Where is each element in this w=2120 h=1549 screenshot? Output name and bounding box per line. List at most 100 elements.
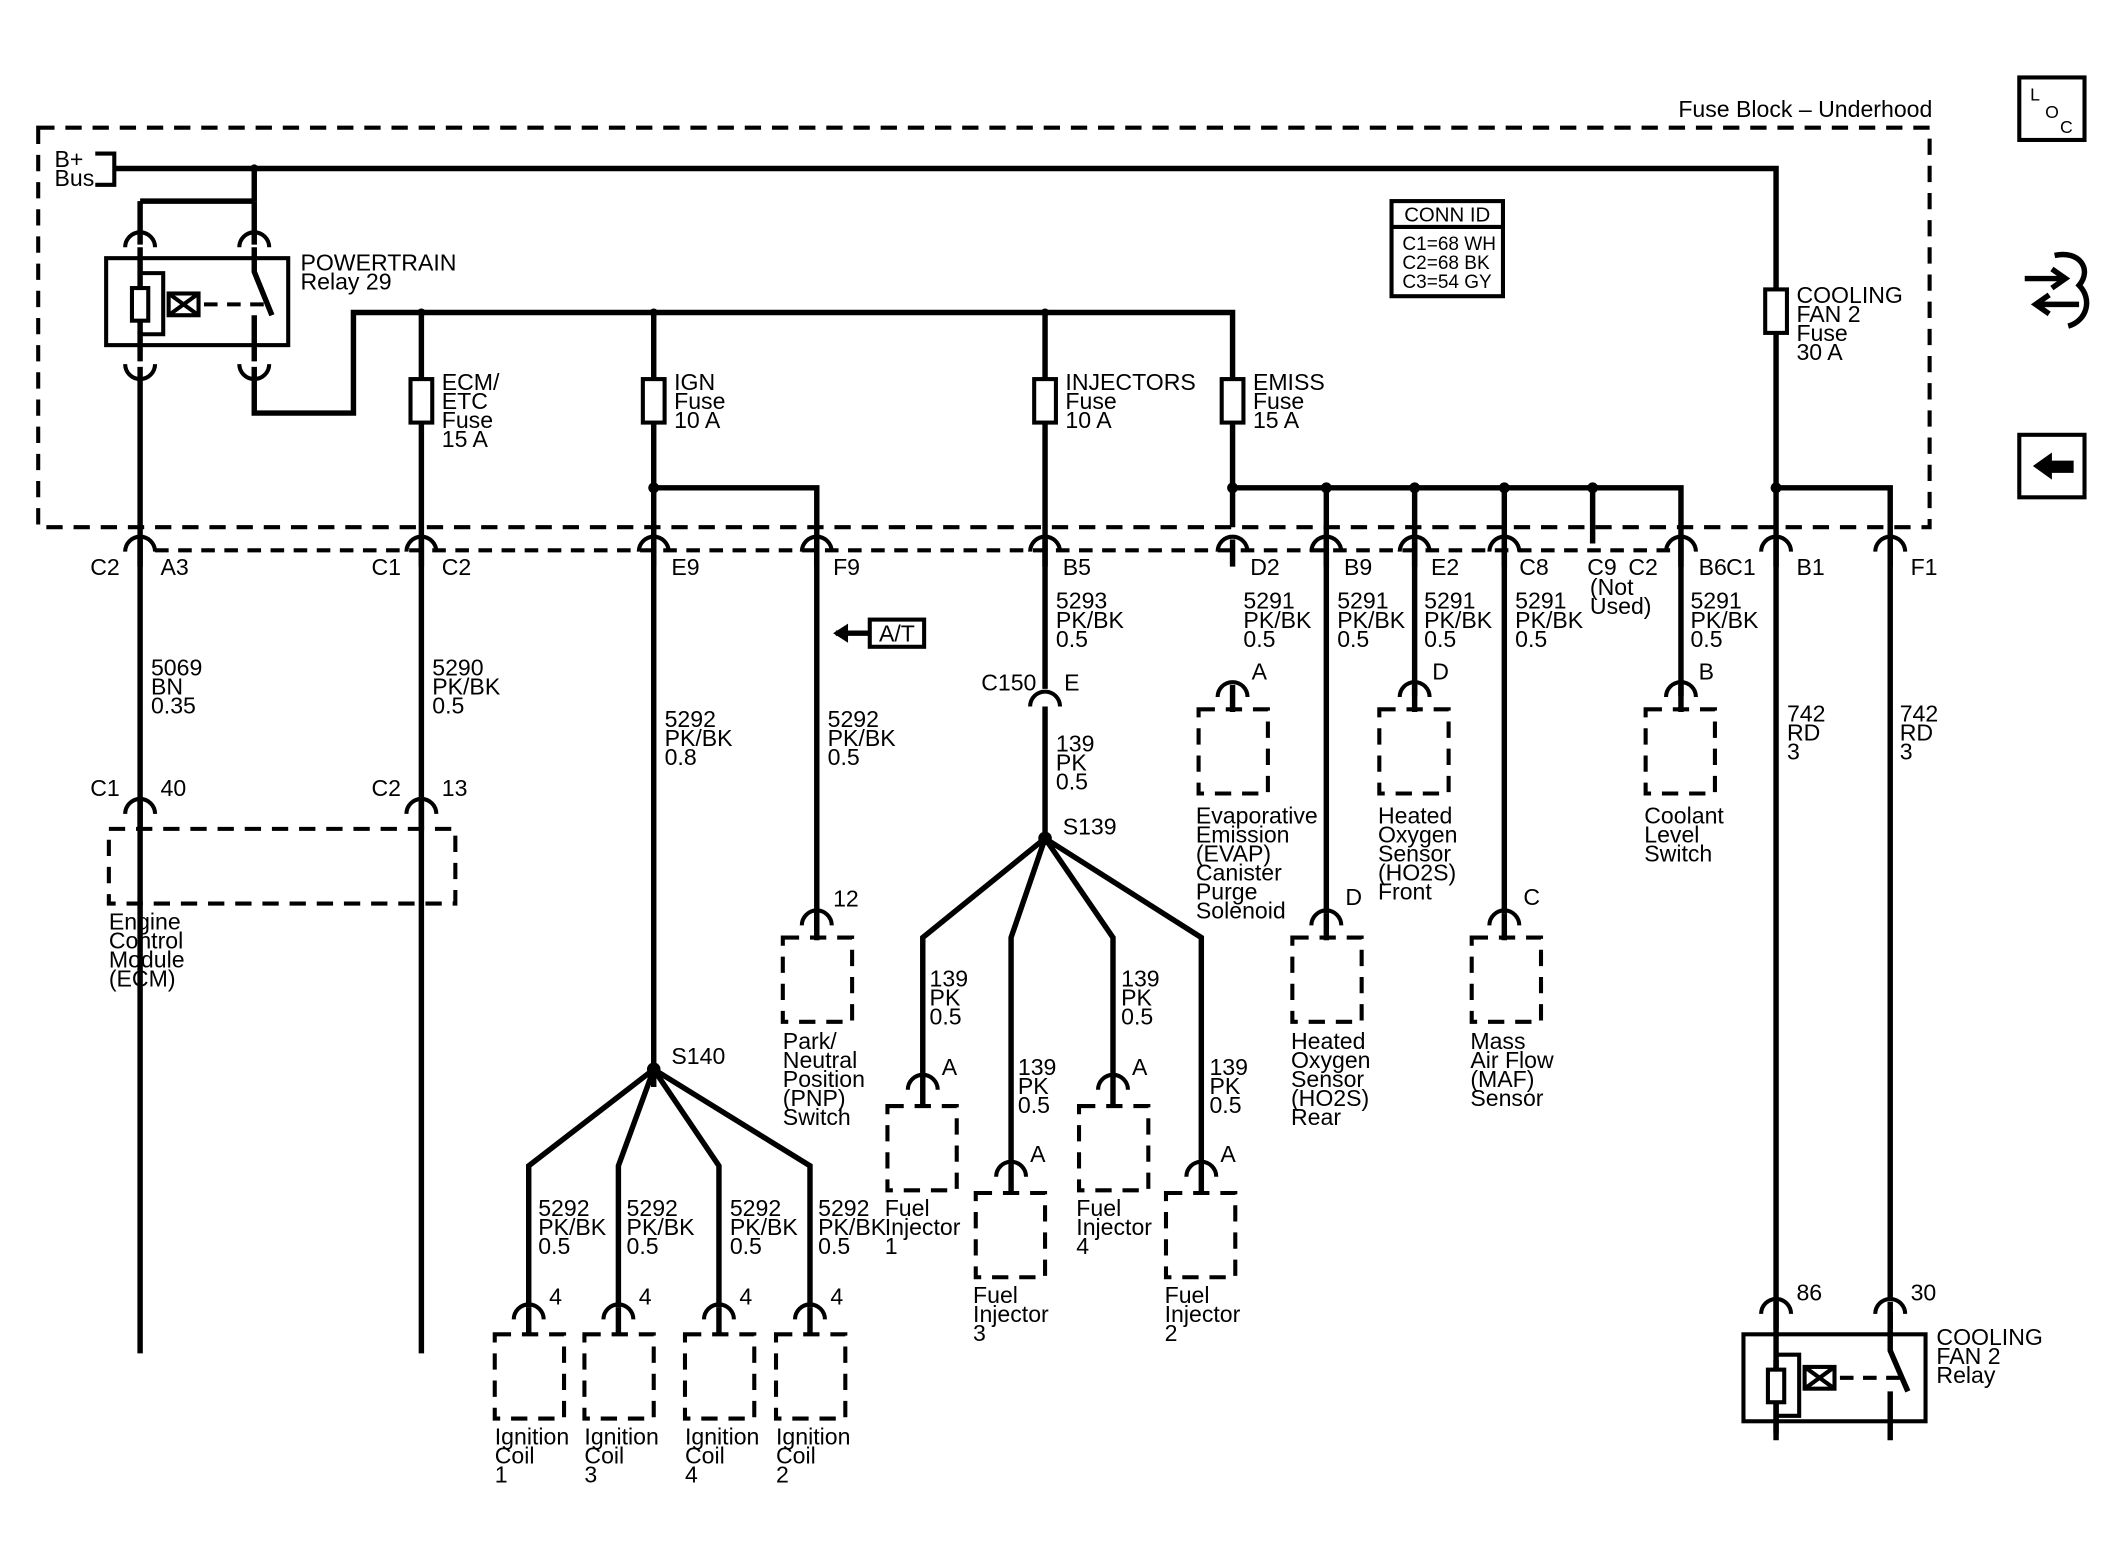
ho2s-front-label: Oxygen xyxy=(1378,821,1458,847)
ho2s-rear-label: Heated xyxy=(1291,1028,1365,1054)
injector-wire-label: 0.5 xyxy=(1121,1004,1153,1030)
injector-wire-label: 0.5 xyxy=(1018,1092,1050,1118)
coil-wire-label: 5292 xyxy=(730,1195,781,1221)
cooling-relay-label: COOLING xyxy=(1936,1324,2042,1350)
fuse-block-enclosure xyxy=(36,125,1932,530)
terminal-arc xyxy=(799,908,834,926)
coil-label: Coil xyxy=(495,1442,535,1468)
wire-label: 0.5 xyxy=(1056,626,1088,652)
c150-connector xyxy=(1028,689,1063,707)
pnp-pin: 12 xyxy=(833,885,859,911)
injectors-fuse-label: Fuse xyxy=(1065,388,1116,414)
loc-letter-c: C xyxy=(2060,117,2073,137)
ecm-pin-conn: C2 xyxy=(371,775,401,801)
wire-label: RD xyxy=(1787,720,1820,746)
ho2s-rear-label: Sensor xyxy=(1291,1066,1364,1092)
wire-label: 0.5 xyxy=(432,692,464,718)
terminal-arc xyxy=(404,534,439,552)
wire-label: 5291 xyxy=(1424,588,1475,614)
wire-label: 742 xyxy=(1787,701,1826,727)
coil-label: Coil xyxy=(685,1442,725,1468)
coil-label: 2 xyxy=(776,1461,789,1487)
injector-wire-label: 0.5 xyxy=(1209,1092,1241,1118)
ecm-pin: 40 xyxy=(160,775,186,801)
loc-letter-l: L xyxy=(2030,85,2040,105)
cooling-fan2-fuse-label: FAN 2 xyxy=(1796,301,1860,327)
injector-wire-label: PK xyxy=(930,984,961,1010)
loc-icon[interactable]: L O C xyxy=(2017,75,2087,142)
terminal-arc xyxy=(994,1159,1029,1177)
emiss-fuse xyxy=(1219,377,1246,425)
at-flag[interactable]: A/T xyxy=(833,617,927,649)
block-pin: F9 xyxy=(833,554,860,580)
ecm-label: Engine xyxy=(109,908,181,934)
ignition-coil-4-box xyxy=(682,1332,757,1421)
emiss-fuse-label: Fuse xyxy=(1253,388,1304,414)
block-pin: C9 xyxy=(1587,554,1617,580)
loc-letter-o: O xyxy=(2045,102,2059,122)
ho2s-rear-pin: D xyxy=(1345,884,1362,910)
injector-label: 3 xyxy=(973,1320,986,1346)
pnp-label: Switch xyxy=(783,1104,851,1130)
injectors-fuse-label: 10 A xyxy=(1065,407,1112,433)
c150-pin: E xyxy=(1064,669,1079,695)
c150-label: C150 xyxy=(981,669,1036,695)
coil-wire-label: 5292 xyxy=(818,1195,869,1221)
ign-fuse-label: 10 A xyxy=(674,407,721,433)
wire-label: 0.5 xyxy=(1337,626,1369,652)
pnp-label: Position xyxy=(783,1066,865,1092)
wire-label: 5291 xyxy=(1243,588,1294,614)
c9-note: (Not xyxy=(1590,574,1634,600)
injector-wire-label: 0.5 xyxy=(930,1004,962,1030)
bus-splice-dots xyxy=(250,164,1782,494)
block-pin: A3 xyxy=(160,554,188,580)
coil-wire-label: PK/BK xyxy=(538,1214,607,1240)
injector-label: Fuel xyxy=(1076,1195,1121,1221)
cooling-fan2-fuse-label: COOLING xyxy=(1796,282,1902,308)
wire-label: PK/BK xyxy=(665,725,734,751)
block-pin-conn: C2 xyxy=(90,554,120,580)
ign-fuse xyxy=(640,377,667,425)
injector-label: Fuel xyxy=(885,1195,930,1221)
coil-label: Ignition xyxy=(685,1423,759,1449)
injectors-fuse-label: INJECTORS xyxy=(1065,369,1195,395)
bplus-bus-label: Bus xyxy=(55,165,95,191)
block-pin: C2 xyxy=(442,554,472,580)
connector-terminals xyxy=(123,534,1908,1335)
injector-label: 4 xyxy=(1076,1233,1089,1259)
wire-label: 5292 xyxy=(665,706,716,732)
injector-pin: A xyxy=(1220,1141,1236,1167)
terminal-arc xyxy=(1487,908,1522,926)
injector-label: Injector xyxy=(885,1214,961,1240)
coolant-switch-label: Coolant xyxy=(1644,802,1724,828)
ecm-pin-conn: C1 xyxy=(90,775,120,801)
injector-wire-label: PK xyxy=(1121,984,1152,1010)
wire-label: 5293 xyxy=(1056,588,1107,614)
cooling-fan2-fuse xyxy=(1763,287,1789,335)
conn-id-box: CONN ID C1=68 WH C2=68 BK C3=54 GY xyxy=(1389,199,1505,299)
coolant-switch-box xyxy=(1643,707,1717,796)
ign-fuse-label: IGN xyxy=(674,369,715,395)
emiss-fuse-label: 15 A xyxy=(1253,407,1300,433)
injector-pin: A xyxy=(1132,1054,1148,1080)
cooling-fan2-fuse-label: 30 A xyxy=(1796,339,1843,365)
coolant-switch-pin: B xyxy=(1699,658,1714,684)
coil-label: Ignition xyxy=(584,1423,658,1449)
terminal-arc xyxy=(1096,1072,1130,1090)
bplus-label: B+ xyxy=(55,146,84,172)
coil-pin: 4 xyxy=(639,1283,652,1309)
wire-label: 5290 xyxy=(432,654,483,680)
back-arrow-icon[interactable] xyxy=(2017,432,2087,500)
coil-wire-label: 0.5 xyxy=(818,1233,850,1259)
ecm-box xyxy=(106,826,458,906)
maf-label: Sensor xyxy=(1470,1085,1543,1111)
coil-wire-label: 5292 xyxy=(538,1195,589,1221)
harness-swap-icon[interactable] xyxy=(2024,251,2090,329)
conn-id-line: C3=54 GY xyxy=(1402,272,1492,293)
powertrain-relay-label: Relay 29 xyxy=(300,268,391,294)
emiss-fuse-label: EMISS xyxy=(1253,369,1325,395)
cooling-relay-pin: 30 xyxy=(1911,1279,1937,1305)
block-pin: B9 xyxy=(1344,554,1372,580)
